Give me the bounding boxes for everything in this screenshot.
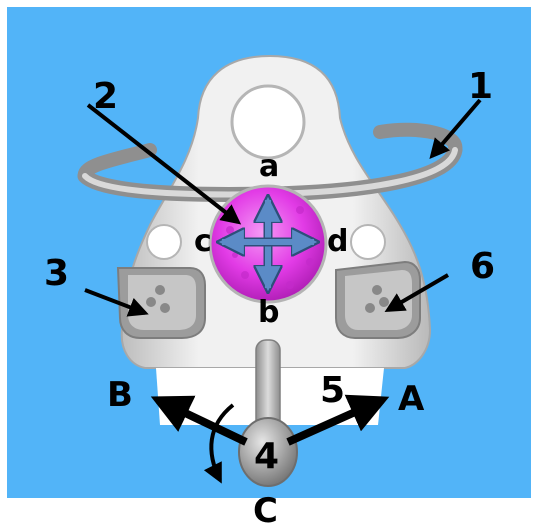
label-C: C xyxy=(253,491,278,527)
label-4: 4 xyxy=(254,436,279,477)
label-A: A xyxy=(398,379,425,419)
label-b: b xyxy=(258,295,279,330)
label-a: a xyxy=(259,149,279,184)
left-button-1 xyxy=(155,285,165,295)
label-B: B xyxy=(107,375,133,415)
right-port xyxy=(351,225,385,259)
label-2: 2 xyxy=(93,76,118,117)
top-port xyxy=(232,86,304,158)
label-5: 5 xyxy=(320,370,345,411)
right-button-3 xyxy=(365,303,375,313)
label-6: 6 xyxy=(470,246,495,287)
right-button-2 xyxy=(379,297,389,307)
left-port xyxy=(147,225,181,259)
label-d: d xyxy=(327,224,348,259)
left-button-2 xyxy=(146,297,156,307)
right-button-1 xyxy=(372,285,382,295)
label-c: c xyxy=(194,224,212,259)
label-3: 3 xyxy=(44,253,69,294)
label-1: 1 xyxy=(468,66,493,107)
left-button-3 xyxy=(160,303,170,313)
